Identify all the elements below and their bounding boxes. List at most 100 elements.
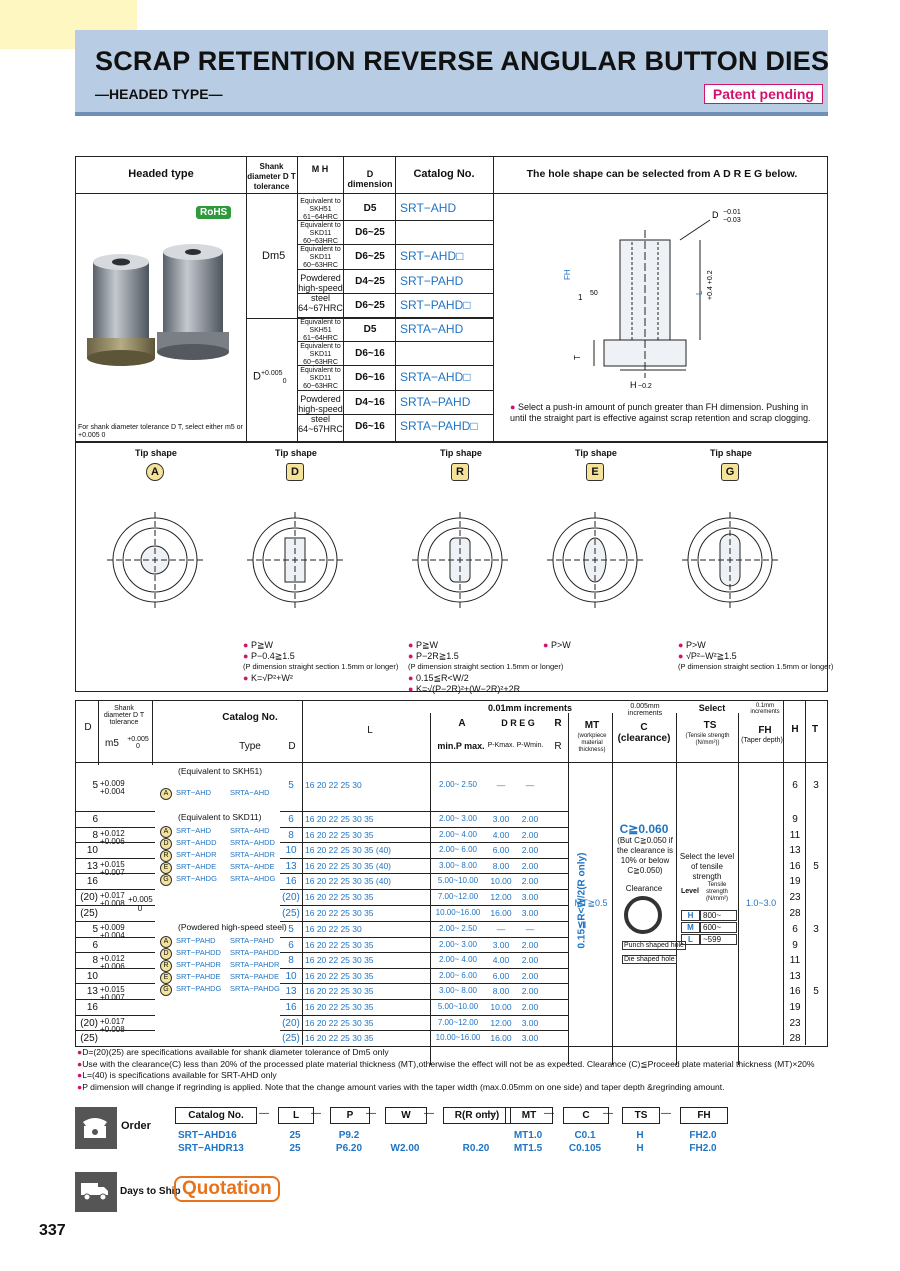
spec-cell-L: 16 20 22 25 30 35 xyxy=(305,1017,374,1028)
spec-cell-D: 6 xyxy=(92,939,98,951)
order-header: TS xyxy=(622,1107,660,1124)
spec-cell-D: 16 xyxy=(86,876,98,888)
spec-cell-T: 3 xyxy=(813,780,819,791)
ts-level: L xyxy=(681,934,700,945)
svg-text:T: T xyxy=(573,355,582,360)
tip-note: ● K=√P²+W² xyxy=(243,673,293,683)
col-shank: Shank diameter D T tolerance xyxy=(247,162,296,191)
spec-cell-L: 16 20 22 25 30 35 xyxy=(305,814,374,824)
header-banner: SCRAP RETENTION REVERSE ANGULAR BUTTON D… xyxy=(75,30,829,112)
spec-col-line xyxy=(676,713,677,1065)
spec-cell-Dcol: 10 xyxy=(285,845,297,857)
ts-note: Select the level of tensile strength xyxy=(679,852,735,881)
tip-shape-drawing xyxy=(247,512,343,608)
p005-tol: +0.005 0 xyxy=(128,895,153,913)
rohs-badge: RoHS xyxy=(196,206,232,219)
tip-note: (P dimension straight section 1.5mm or l… xyxy=(408,662,564,671)
order-header: W xyxy=(385,1107,427,1124)
tip-note: ● P≧W xyxy=(408,640,438,650)
footnote: ●Use with the clearance(C) less than 20%… xyxy=(77,1058,815,1069)
spec-cell-Dcol: (20) xyxy=(282,1017,300,1029)
patent-badge: Patent pending xyxy=(703,84,823,104)
product-photo xyxy=(87,244,229,366)
spec-row-line xyxy=(280,873,568,875)
spec-cell-pw: — xyxy=(525,924,535,934)
spec-cell-pk: 12.00 xyxy=(490,892,512,902)
spec-cell-A: 2.00~ 2.50 xyxy=(438,924,478,933)
tip-shape-drawing xyxy=(412,512,508,608)
spec-cell-pw: — xyxy=(525,780,535,790)
spec-header-h_TSsub: (Tensile strength (N/mm²)) xyxy=(685,733,730,746)
top-row-d: D6~16 xyxy=(355,372,385,384)
punch-hole-label: Punch shaped hole xyxy=(622,941,686,950)
spec-cell-m5: +0.012 +0.006 xyxy=(100,954,125,972)
spec-cell-D: 5 xyxy=(92,780,98,791)
spec-header-h_type: Type xyxy=(239,741,261,752)
spec-cell-pw: 2.00 xyxy=(521,939,539,950)
spec-header-h_select: Select xyxy=(698,703,726,713)
spec-cell-pw: 2.00 xyxy=(521,970,539,981)
spec-row-line xyxy=(280,967,568,969)
spec-cell-m5: +0.009 +0.004 xyxy=(100,923,125,940)
spec-cell-Dcol: 6 xyxy=(288,814,294,825)
clearance-ring xyxy=(624,896,662,934)
spec-header-line xyxy=(75,762,827,763)
spec-cell-Dcol: 5 xyxy=(288,924,294,935)
spec-cell-pw: 2.00 xyxy=(521,955,539,966)
ts-level: M xyxy=(681,922,700,933)
tip-note: ● √P²−W²≧1.5 xyxy=(678,651,737,661)
top-row-material: Equivalent to SKH51 61~64HRC xyxy=(300,198,341,221)
spec-cell-pk: 8.00 xyxy=(492,986,510,997)
spec-row-line xyxy=(280,936,568,938)
order-example: P6.20 xyxy=(335,1143,363,1154)
order-header: R(R only) xyxy=(443,1107,511,1124)
tip-note: ● 0.15≦R<W/2 xyxy=(408,673,469,683)
col-catalog: Catalog No. xyxy=(413,168,475,180)
top-row-d: D5 xyxy=(363,203,377,214)
spec-cell-D: 13 xyxy=(86,986,98,998)
order-header: P xyxy=(330,1107,370,1124)
spec-row-line xyxy=(75,857,155,859)
spec-row-line xyxy=(75,889,155,890)
order-example: 25 xyxy=(289,1130,301,1141)
top-row-material: Powdered high-speed steel 64~67HRC xyxy=(298,393,343,434)
spec-cell-L: 16 20 22 25 30 35 (40) xyxy=(305,876,392,887)
spec-col-line xyxy=(302,700,303,1045)
order-example: R0.20 xyxy=(462,1143,490,1154)
spec-cell-Dcol: 13 xyxy=(285,860,297,872)
spec-cell-pw: 2.00 xyxy=(521,1002,539,1012)
ts-strength-h: Tensile strength (N/mm²) xyxy=(706,882,728,902)
spec-row-line xyxy=(280,952,568,954)
tip-note: (P dimension straight section 1.5mm or l… xyxy=(678,662,834,671)
spec-cell-T: 3 xyxy=(813,924,819,935)
spec-cell-A: 5.00~10.00 xyxy=(437,876,479,886)
spec-cell-D: 10 xyxy=(86,845,98,857)
spec-header-h_Pkmax: P-Kmax. xyxy=(487,742,515,749)
order-dash: — xyxy=(311,1108,321,1119)
order-header: L xyxy=(278,1107,314,1124)
spec-cell-pk: 12.00 xyxy=(490,1017,512,1028)
spec-cell-D: 13 xyxy=(86,860,98,872)
top-row-material: Equivalent to SKD11 60~63HRC xyxy=(300,246,341,270)
top-row-d: D5 xyxy=(363,324,377,335)
spec-cell-L: 16 20 22 25 30 35 xyxy=(305,939,374,950)
spec-cell-A: 2.00~ 3.00 xyxy=(438,939,478,949)
spec-cell-H: 11 xyxy=(789,955,801,967)
svg-text:L: L xyxy=(695,290,704,295)
spec-cell-D: 5 xyxy=(92,924,98,935)
spec-cell-pw: 2.00 xyxy=(521,814,539,824)
order-example: MT1.5 xyxy=(513,1143,543,1154)
spec-cell-D: 8 xyxy=(92,955,98,967)
spec-header-h_FH: FH xyxy=(758,725,772,736)
spec-cell-H: 6 xyxy=(792,780,798,791)
ts-value: 600~ xyxy=(700,922,737,933)
spec-cell-pk: — xyxy=(496,924,506,934)
top-row-d: D4~16 xyxy=(355,396,385,408)
spec-cell-H: 9 xyxy=(792,814,798,825)
tip-shape-drawing xyxy=(107,512,203,608)
order-dash: — xyxy=(424,1108,434,1119)
tip-note: ● P>W xyxy=(543,640,571,650)
ts-level-h: Level xyxy=(681,888,699,895)
